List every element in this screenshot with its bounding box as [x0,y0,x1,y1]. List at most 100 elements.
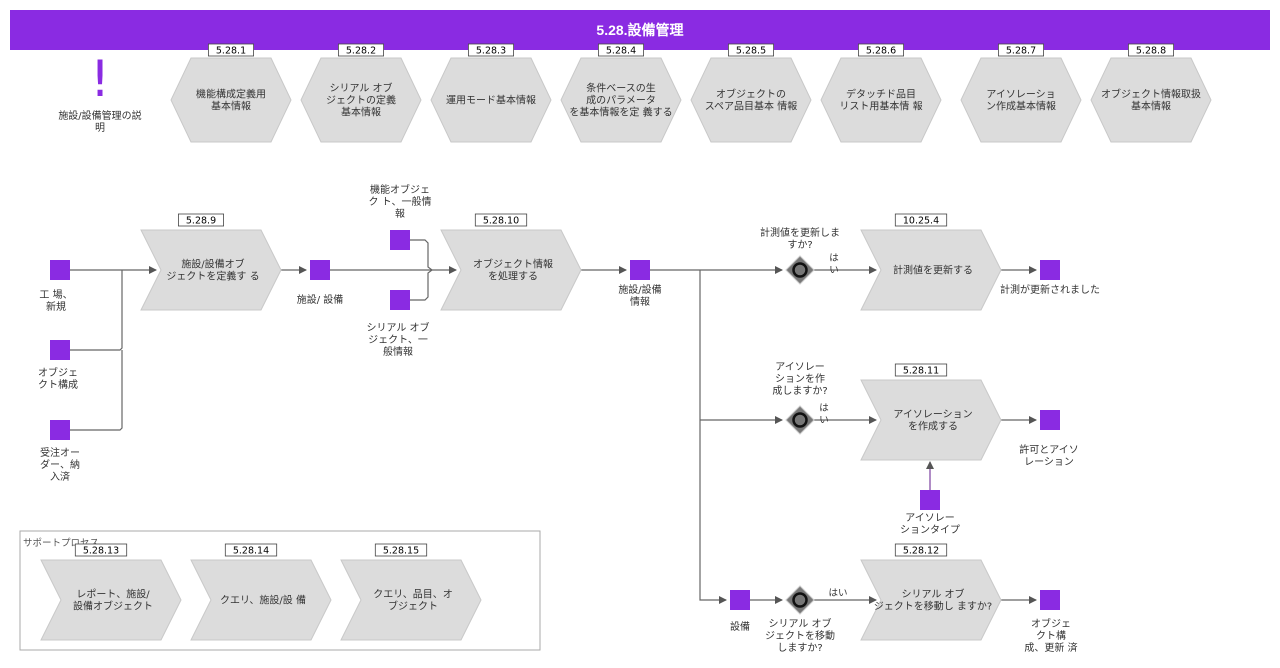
process-10.25.4[interactable] [860,229,1002,311]
gateway-g2-marker [792,412,808,428]
gateway-g1-marker [792,262,808,278]
object-equip_info[interactable] [630,260,650,280]
process-5.28.2-label: シリアル オブジェクトの定義基本情報 [326,82,396,119]
object-func_obj-label: 機能オブジェク ト、一般情報 [369,183,432,220]
gateway-g3-question: シリアル オブジェクトを移動しますか? [765,617,835,654]
process-5.28.15-label: クエリ、品目、オブジェクト [373,589,452,613]
process-5.28.8[interactable] [1090,57,1212,143]
object-in3[interactable] [50,420,70,440]
process-10.25.4-number: 10.25.4 [903,216,939,227]
flow-funcobj-to-5.28.10 [410,239,433,271]
object-in1[interactable] [50,260,70,280]
process-5.28.13[interactable] [40,559,182,641]
overview-label: 施設/設備管理の説明 [58,109,141,134]
support-process-title: サポートプロセス [23,538,99,549]
process-5.28.5-label: オブジェクトのスペア品目基本 情報 [705,88,797,113]
process-5.28.10-number-box [474,213,528,227]
process-5.28.1-number-box [207,43,254,57]
object-serial_obj[interactable] [390,290,410,310]
process-5.28.4[interactable] [560,57,682,143]
flow-branch-down [699,270,727,604]
process-5.28.10[interactable] [440,229,582,311]
process-5.28.15-number: 5.28.15 [383,546,419,557]
process-5.28.10-number: 5.28.10 [483,216,519,227]
object-in2-label: オブジェクト構成 [38,366,78,391]
gateway-g1[interactable] [785,255,815,285]
process-5.28.8-label: オブジェクト情報取扱基本情報 [1101,88,1201,113]
process-5.28.6-number-box [858,43,905,57]
object-permit-label: 許可とアイソレーション [1019,443,1079,468]
process-5.28.14-number: 5.28.14 [233,546,269,557]
process-5.28.8-number: 5.28.8 [1136,46,1166,57]
process-5.28.13-number-box [74,543,128,557]
support-process-frame [19,530,541,651]
process-5.28.5[interactable] [690,57,812,143]
gateway-g1-question: 計測値を更新しますか? [760,226,840,251]
process-5.28.2-number-box [337,43,384,57]
object-iso_type-label: アイソレーションタイプ [900,513,960,536]
object-obj_updated[interactable] [1040,590,1060,610]
process-5.28.1[interactable] [170,57,292,143]
process-5.28.9-number-box [177,213,224,227]
process-10.25.4-number-box [894,213,948,227]
gateway-g3-answer: はい [828,588,847,599]
object-equip[interactable] [310,260,330,280]
process-5.28.4-label: 条件ベースの生成のパラメータを基本情報を定 義する [569,82,672,119]
process-5.28.14-label: クエリ、施設/設 備 [220,594,306,607]
page-title-banner: 5.28.設備管理 [10,10,1270,50]
process-5.28.11-label: アイソレーションを作成する [893,410,972,433]
gateway-g3[interactable] [785,585,815,615]
process-5.28.11-number: 5.28.11 [903,366,939,377]
object-equipment[interactable] [730,590,750,610]
object-func_obj[interactable] [390,230,410,250]
object-obj_updated-label: オブジェクト構成、更新 済 [1024,617,1077,654]
page-title: 5.28.設備管理 [596,22,684,38]
process-5.28.11[interactable] [860,379,1002,461]
object-equip-label: 施設/ 設備 [297,293,344,306]
process-5.28.3-number-box [467,43,514,57]
object-permit[interactable] [1040,410,1060,430]
gateway-g2[interactable] [785,405,815,435]
process-5.28.7[interactable] [960,57,1082,143]
process-5.28.15-number-box [374,543,428,557]
object-equip_info-label: 施設/設備情報 [618,283,661,308]
gateway-g3-marker [792,592,808,608]
process-5.28.4-number: 5.28.4 [606,46,636,57]
process-5.28.12-label: シリアル オブジェクトを移動し ますか? [874,588,993,613]
process-5.28.10-label: オブジェクト情報を処理する [473,258,553,283]
process-5.28.6-label: デタッチド品目リスト用基本情 報 [839,88,922,113]
process-5.28.7-number-box [998,43,1045,57]
process-5.28.7-label: アイソレーション作成基本情報 [986,90,1056,113]
gateway-g1-answer: はい [829,253,839,276]
process-5.28.14[interactable] [190,559,332,641]
object-in1-label: 工 場、新規 [39,288,72,313]
process-5.28.15[interactable] [340,559,482,641]
object-equipment-label: 設備 [730,620,750,633]
process-5.28.13-label: レポート、施設/設備オブジェクト [73,588,153,613]
object-serial_obj-label: シリアル オブジェクト、一般情報 [366,321,429,358]
process-5.28.9-number: 5.28.9 [186,216,216,227]
object-in3-label: 受注オーダー、納入済 [40,446,80,483]
process-5.28.9-label: 施設/設備オブジェクトを定義す る [166,258,259,283]
process-5.28.8-number-box [1128,43,1175,57]
object-iso_type[interactable] [920,490,940,510]
object-meas_updated[interactable] [1040,260,1060,280]
flow-in2-to-5.28.9 [70,270,123,351]
object-in2[interactable] [50,340,70,360]
process-5.28.5-number: 5.28.5 [736,46,766,57]
process-5.28.2-number: 5.28.2 [346,46,376,57]
process-5.28.1-number: 5.28.1 [216,46,246,57]
process-5.28.2[interactable] [300,57,422,143]
process-5.28.6[interactable] [820,57,942,143]
process-5.28.14-number-box [224,543,278,557]
gateway-g2-answer: はい [819,403,829,426]
process-5.28.7-number: 5.28.7 [1006,46,1036,57]
process-5.28.12[interactable] [860,559,1002,641]
process-5.28.9[interactable] [140,229,282,311]
process-5.28.3-number: 5.28.3 [476,46,506,57]
process-5.28.3-label: 運用モード基本情報 [446,94,536,107]
process-5.28.3[interactable] [430,57,552,143]
process-5.28.11-number-box [894,363,948,377]
process-5.28.4-number-box [598,43,645,57]
